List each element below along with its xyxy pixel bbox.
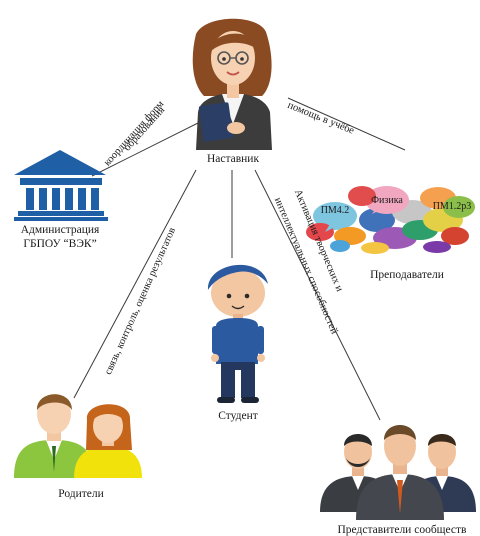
bubble-text-3: ПМ1.2р3 [432, 201, 472, 212]
edge-line-admin [91, 122, 199, 177]
edge-line-teachers [287, 97, 406, 151]
parents-figure [14, 394, 142, 478]
admin-label-line2: ГБПОУ “ВЭК” [23, 238, 97, 250]
teachers-bubbles-icon [306, 186, 475, 254]
communities-label: Представители сообществ [337, 524, 467, 536]
mentor-label: Наставник [206, 153, 260, 165]
bubble-text-1: ПМ4.2 [320, 205, 350, 216]
building-icon [14, 150, 108, 221]
teachers-label: Преподаватели [370, 269, 444, 281]
parents-label: Родители [58, 488, 104, 500]
admin-label-line1: Администрация [20, 224, 100, 236]
student-label: Студент [218, 410, 258, 422]
student-figure [207, 264, 268, 403]
bubble-text-2: Физика [371, 195, 403, 206]
communities-figure [320, 425, 476, 520]
edge-line-communities [254, 169, 381, 421]
mentor-figure [192, 18, 272, 150]
edge-line-parents [73, 169, 197, 399]
